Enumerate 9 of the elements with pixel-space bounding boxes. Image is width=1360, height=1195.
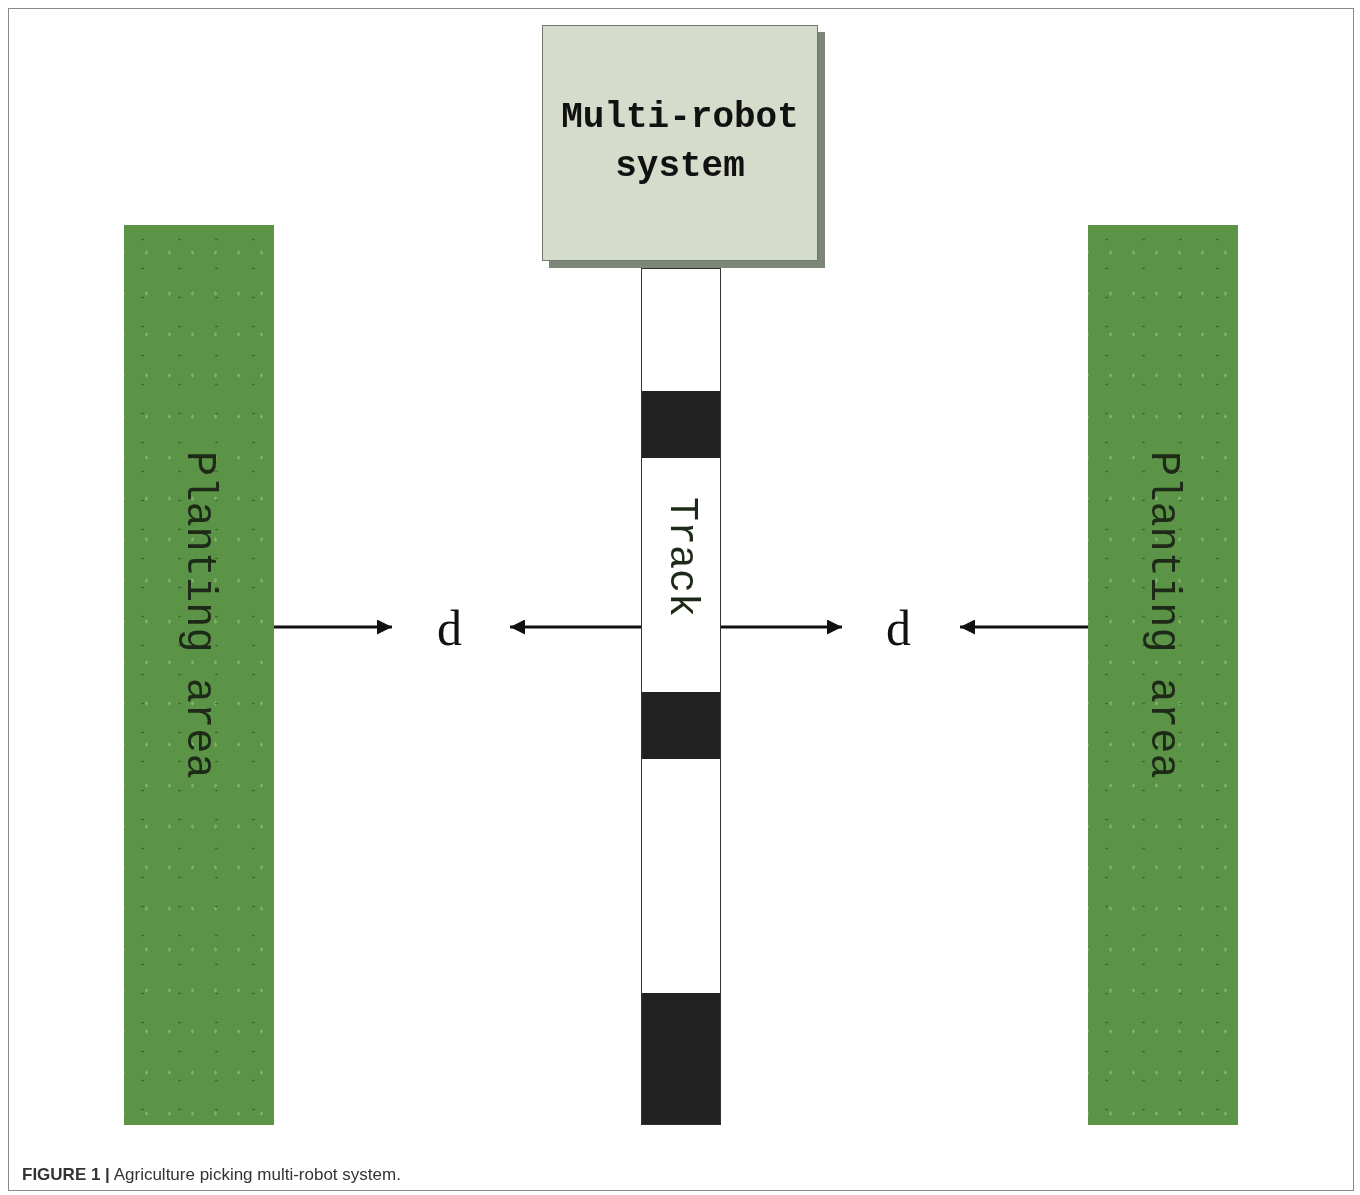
box-title: Multi-robot system <box>560 96 800 189</box>
caption: FIGURE 1 | Agriculture picking multi-robot system. <box>22 1165 401 1185</box>
track-bar <box>641 268 721 1125</box>
dimension-label: d <box>437 603 462 653</box>
strip-label: Planting area <box>1139 451 1187 779</box>
dimension-label: d <box>886 603 911 653</box>
planting-strip <box>124 225 274 1125</box>
planting-strip <box>1088 225 1238 1125</box>
strip-label: Planting area <box>175 451 223 779</box>
